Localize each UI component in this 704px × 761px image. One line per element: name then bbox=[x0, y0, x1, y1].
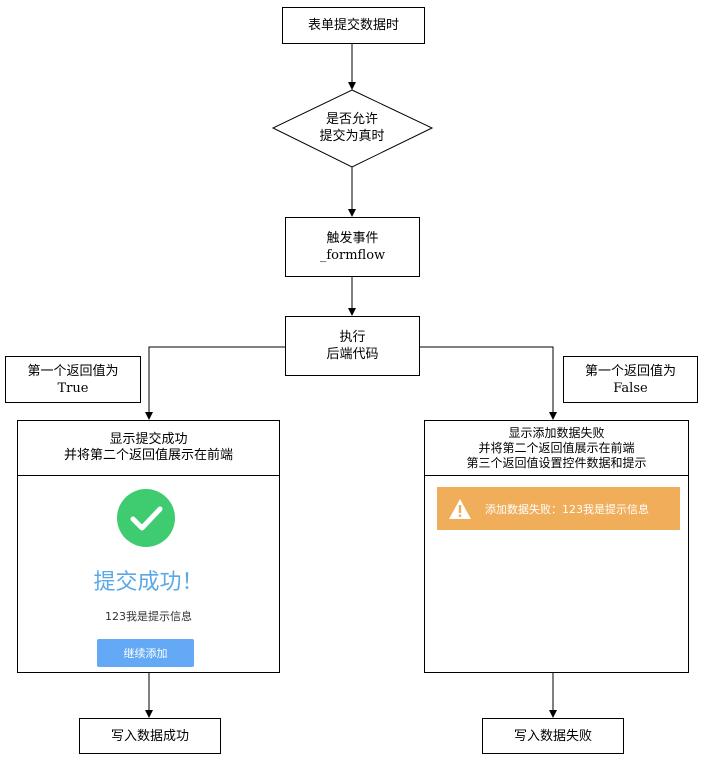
start-label: 表单提交数据时 bbox=[307, 18, 399, 33]
decision-line-1: 是否允许 bbox=[325, 112, 378, 127]
fail-header-line-1: 显示添加数据失败 bbox=[508, 425, 605, 440]
left-note: 第一个返回值为 True bbox=[5, 356, 141, 403]
right-note-line-1: 第一个返回值为 bbox=[584, 363, 676, 379]
right-note: 第一个返回值为 False bbox=[563, 356, 698, 403]
success-header-line-1: 显示提交成功 bbox=[109, 432, 188, 447]
decision-diamond bbox=[271, 89, 434, 168]
end-fail-node: 写入数据失败 bbox=[482, 718, 624, 754]
left-note-line-1: 第一个返回值为 bbox=[27, 363, 119, 379]
start-node: 表单提交数据时 bbox=[282, 7, 425, 44]
end-success-node: 写入数据成功 bbox=[79, 718, 221, 754]
decision-line-2: 提交为真时 bbox=[319, 129, 385, 144]
execute-line-2: 后端代码 bbox=[326, 347, 379, 362]
success-header-line-2: 并将第二个返回值展示在前端 bbox=[63, 448, 233, 463]
event-line-2: _formflow bbox=[319, 248, 386, 263]
left-note-line-2: True bbox=[57, 380, 89, 396]
execute-line-1: 执行 bbox=[339, 330, 366, 345]
event-node: 触发事件 _formflow bbox=[285, 217, 420, 277]
continue-add-button[interactable]: 继续添加 bbox=[97, 639, 194, 667]
fail-alert-text: 添加数据失败：123我是提示信息 bbox=[485, 502, 649, 516]
success-panel: 显示提交成功 并将第二个返回值展示在前端 提交成功！ 123我是提示信息 继续添… bbox=[17, 420, 280, 673]
fail-panel-header: 显示添加数据失败 并将第二个返回值展示在前端 第三个返回值设置控件数据和提示 bbox=[425, 421, 688, 476]
warning-icon bbox=[449, 498, 471, 519]
end-fail-label: 写入数据失败 bbox=[513, 728, 592, 744]
end-success-label: 写入数据成功 bbox=[110, 728, 189, 744]
success-message: 123我是提示信息 bbox=[105, 610, 192, 623]
execute-node: 执行 后端代码 bbox=[285, 316, 420, 376]
event-line-1: 触发事件 bbox=[326, 231, 379, 246]
success-title: 提交成功！ bbox=[93, 570, 204, 595]
fail-header-line-3: 第三个返回值设置控件数据和提示 bbox=[466, 455, 647, 470]
success-panel-header: 显示提交成功 并将第二个返回值展示在前端 bbox=[18, 421, 279, 476]
fail-panel: 显示添加数据失败 并将第二个返回值展示在前端 第三个返回值设置控件数据和提示 添… bbox=[424, 420, 689, 673]
decision-label: 是否允许 提交为真时 bbox=[302, 111, 402, 145]
fail-header-line-2: 并将第二个返回值展示在前端 bbox=[478, 440, 635, 455]
checkmark-icon bbox=[117, 489, 175, 547]
fail-alert: 添加数据失败：123我是提示信息 bbox=[437, 487, 680, 530]
right-note-line-2: False bbox=[613, 380, 648, 396]
